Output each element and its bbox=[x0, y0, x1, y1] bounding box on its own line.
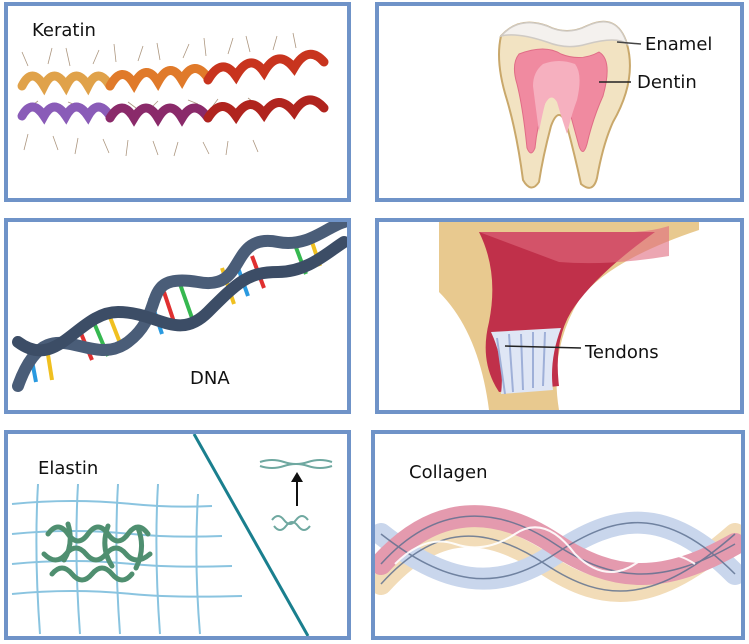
tendon-panel: Tendons bbox=[375, 218, 744, 414]
dna-panel: DNA bbox=[4, 218, 351, 414]
collagen-title: Collagen bbox=[409, 462, 488, 483]
enamel-label: Enamel bbox=[645, 34, 713, 55]
tooth-panel: Enamel Dentin bbox=[375, 2, 744, 202]
keratin-title: Keratin bbox=[32, 20, 96, 41]
tooth-illustration bbox=[498, 20, 642, 189]
elastin-panel: Elastin bbox=[4, 430, 351, 640]
tendons-label: Tendons bbox=[585, 342, 659, 363]
dna-title: DNA bbox=[190, 368, 230, 389]
elastin-network-illustration bbox=[11, 434, 333, 636]
dna-helix-illustration bbox=[12, 222, 347, 392]
elastin-title: Elastin bbox=[38, 458, 99, 479]
tendon-illustration bbox=[439, 222, 699, 410]
collagen-panel: Collagen bbox=[371, 430, 745, 640]
keratin-helix-illustration bbox=[17, 32, 329, 157]
collagen-triple-helix-illustration bbox=[375, 505, 741, 603]
dentin-label: Dentin bbox=[637, 72, 697, 93]
keratin-panel: Keratin bbox=[4, 2, 351, 202]
